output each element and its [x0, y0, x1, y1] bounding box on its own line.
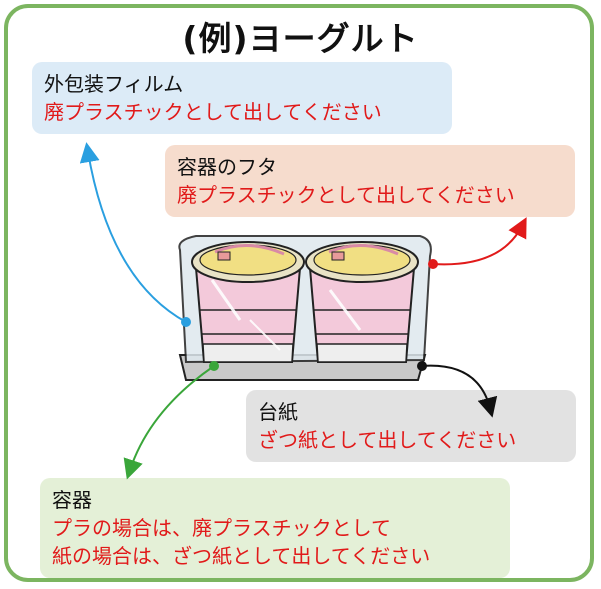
base-paper-instruction: ざつ紙として出してください: [258, 428, 517, 452]
film-arrow-dot: [181, 317, 191, 327]
container-instruction-paper: 紙の場合は、ざつ紙として出してください: [52, 544, 431, 568]
diagram-title: (例)ヨーグルト: [182, 19, 419, 58]
diagram-frame: [4, 4, 594, 582]
container-arrow-dot: [209, 361, 219, 371]
lid-arrow-dot: [428, 259, 438, 269]
base-arrow: [421, 364, 498, 418]
container-box: 容器 プラの場合は、廃プラスチックとして 紙の場合は、ざつ紙として出してください: [40, 478, 510, 578]
outer-film-heading: 外包装フィルム: [44, 72, 184, 96]
lid-box: 容器のフタ 廃プラスチックとして出してください: [165, 145, 575, 217]
right-cup: [305, 241, 419, 363]
base-paper-heading: 台紙: [258, 400, 298, 424]
lid-instruction: 廃プラスチックとして出してください: [177, 183, 515, 207]
container-arrow: [123, 365, 215, 480]
lid-heading: 容器のフタ: [177, 155, 277, 179]
container-heading: 容器: [52, 488, 92, 512]
film-arrow: [79, 142, 187, 323]
base-paper-box: 台紙 ざつ紙として出してください: [246, 390, 576, 462]
outer-film-instruction: 廃プラスチックとして出してください: [44, 100, 382, 124]
left-cup: [191, 241, 305, 363]
container-instruction-plastic: プラの場合は、廃プラスチックとして: [52, 516, 391, 540]
lid-arrow: [432, 217, 527, 266]
base-arrow-dot: [417, 361, 427, 371]
outer-film-box: 外包装フィルム 廃プラスチックとして出してください: [32, 62, 452, 134]
